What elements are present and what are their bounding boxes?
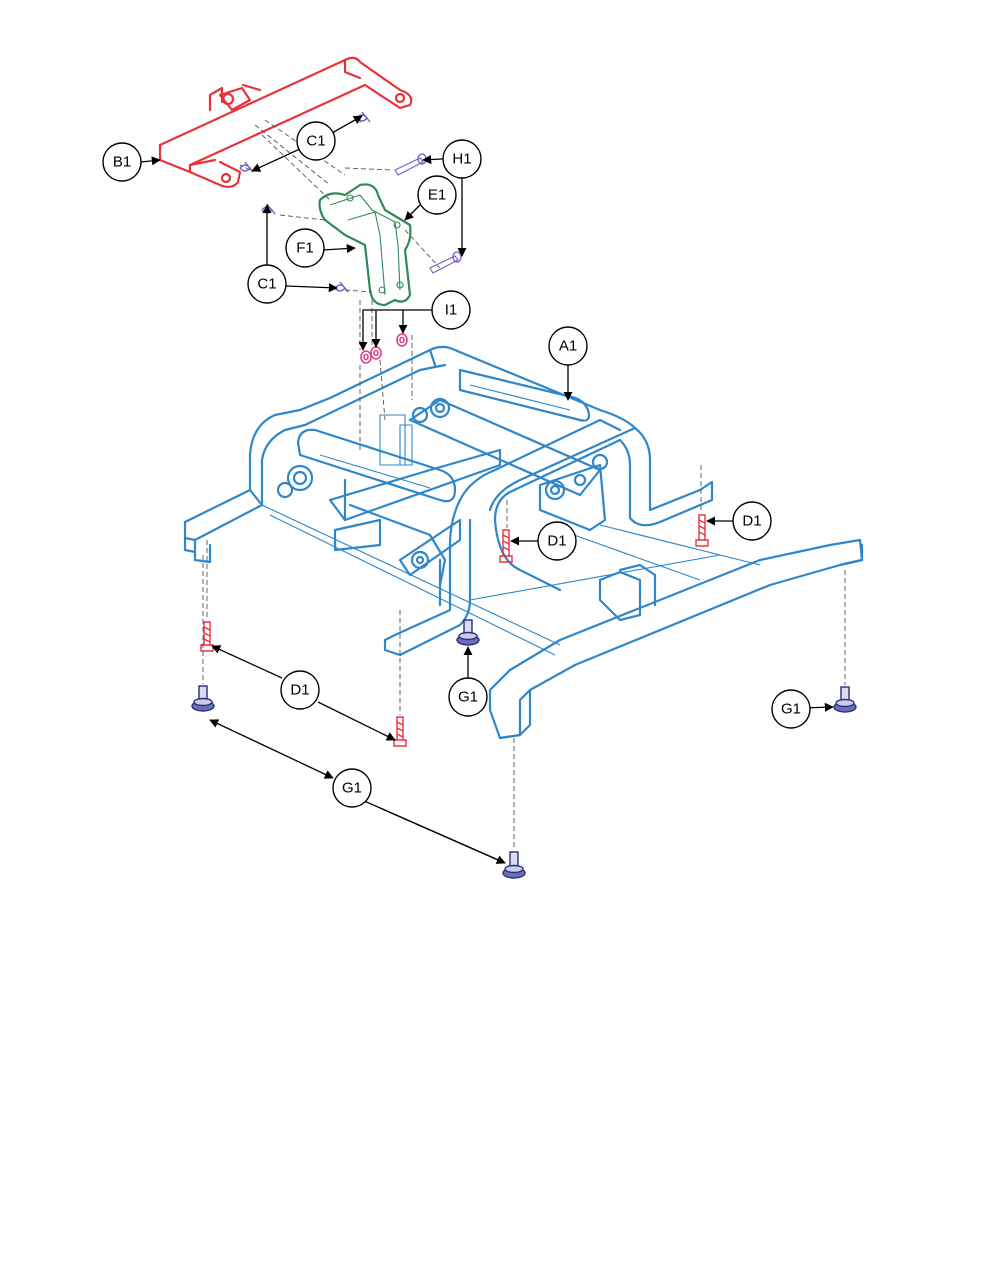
- callout-c1-top: C1: [296, 121, 336, 161]
- callout-g1-right: G1: [771, 689, 811, 729]
- callout-i1: I1: [431, 290, 471, 330]
- callout-h1: H1: [442, 139, 482, 179]
- callout-label: C1: [306, 133, 325, 150]
- callout-d1-left: D1: [280, 670, 320, 710]
- base-frame-a1: [183, 345, 864, 740]
- glide-foot-g1: [191, 619, 857, 879]
- leader-lines: [140, 115, 834, 864]
- pivot-plate-e1-f1: [318, 183, 412, 307]
- screw-d1: [200, 514, 709, 747]
- clevis-pin-h1-upper: [394, 153, 427, 176]
- seat-bracket-b1: [158, 56, 413, 189]
- callout-d1-right: D1: [732, 501, 772, 541]
- callout-d1-center: D1: [537, 521, 577, 561]
- callout-c1-side: C1: [247, 264, 287, 304]
- callout-label: D1: [742, 513, 761, 530]
- callout-label: G1: [458, 689, 478, 706]
- callout-g1-bottom: G1: [332, 768, 372, 808]
- callout-label: G1: [342, 780, 362, 797]
- callout-label: C1: [257, 276, 276, 293]
- callout-a1: A1: [548, 326, 588, 366]
- washer-i1: [360, 333, 408, 364]
- callout-e1: E1: [417, 175, 457, 215]
- callout-label: B1: [113, 154, 131, 171]
- callout-label: F1: [296, 240, 314, 257]
- callout-f1: F1: [285, 228, 325, 268]
- callout-label: I1: [445, 302, 458, 319]
- clevis-pin-h1-lower: [429, 251, 462, 274]
- callout-label: E1: [428, 187, 446, 204]
- callout-b1: B1: [102, 142, 142, 182]
- callout-label: G1: [781, 701, 801, 718]
- callout-label: D1: [547, 533, 566, 550]
- callout-label: A1: [559, 338, 577, 355]
- callout-label: H1: [452, 151, 471, 168]
- callout-g1-center: G1: [448, 677, 488, 717]
- callout-label: D1: [290, 682, 309, 699]
